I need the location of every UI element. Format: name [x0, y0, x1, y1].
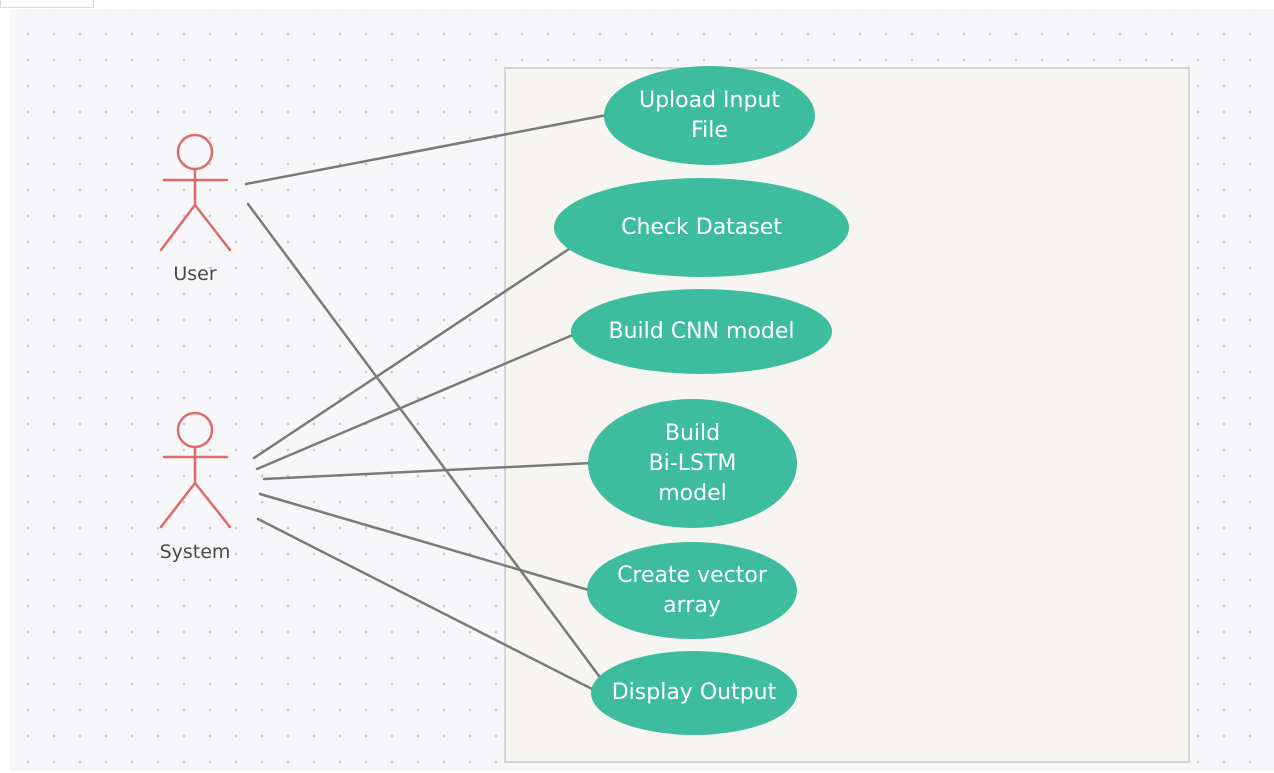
- association-system-cnn: [255, 332, 577, 471]
- usecase-display-output[interactable]: Display Output: [591, 651, 797, 735]
- usecase-build-cnn-model[interactable]: Build CNN model: [571, 289, 832, 374]
- usecase-upload-input-file[interactable]: Upload Input File: [604, 66, 815, 165]
- system-boundary[interactable]: [504, 67, 1190, 763]
- actor-label-user: User: [173, 263, 217, 285]
- user-actor-icon[interactable]: [159, 133, 232, 252]
- association-user-display: [246, 202, 604, 682]
- association-user-upload: [244, 112, 614, 186]
- association-system-bilstm: [262, 461, 594, 481]
- usecase-check-dataset[interactable]: Check Dataset: [554, 178, 849, 277]
- association-system-vector: [258, 492, 594, 593]
- association-system-display: [256, 517, 596, 692]
- top-tab[interactable]: [0, 0, 94, 8]
- usecase-create-vector-array[interactable]: Create vector array: [587, 542, 797, 639]
- actor-label-system: System: [159, 541, 231, 563]
- system-actor-icon[interactable]: [159, 411, 232, 529]
- association-system-check: [252, 245, 574, 460]
- usecase-build-bilstm-model[interactable]: Build Bi-LSTM model: [588, 399, 797, 528]
